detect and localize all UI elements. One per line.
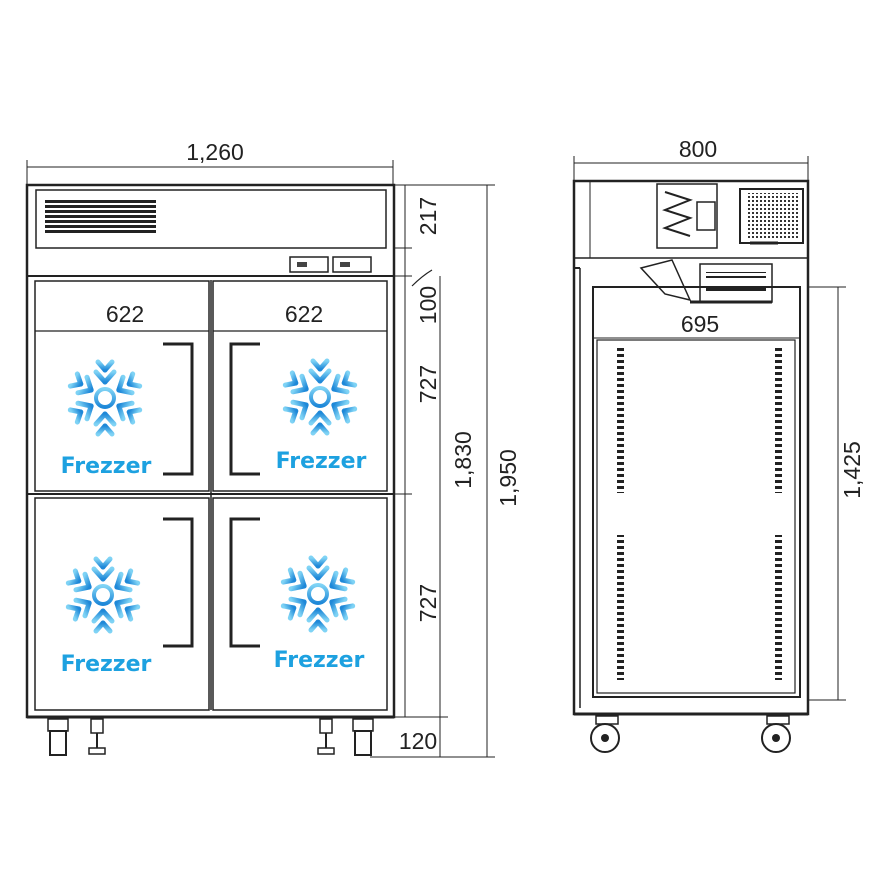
door-label: Frezzer [61,652,152,677]
upper-right-door [212,280,388,492]
door-label: Frezzer [61,454,152,479]
upper-left-door [34,280,210,492]
upper-door-height-label: 727 [415,365,441,403]
interior-height-label: 1,425 [839,441,865,499]
front-width-dimension: 1,260 [26,139,394,186]
side-interior-outline [592,286,801,698]
temperature-display-icon [332,256,372,273]
compressor-panel [35,189,387,273]
snowflake-icon [279,554,357,634]
caster-icon [47,718,374,756]
snowflake-icon [281,357,359,437]
shelf-rail-icon [617,348,782,680]
door-label: Frezzer [274,648,365,673]
side-cabinet-outline [572,179,810,716]
lower-door-height-label: 727 [415,584,441,622]
interior-depth-label: 695 [681,311,719,337]
gap-height-label: 100 [415,286,441,324]
side-depth-label: 800 [679,136,717,162]
compressor-unit-icon [656,183,804,249]
lower-left-door [34,497,210,711]
leg-height-label: 120 [399,728,437,754]
lower-right-door [212,497,388,711]
compressor-height-label: 217 [415,197,441,235]
adjustable-foot-icon [88,718,335,755]
caster-icon [590,715,791,753]
cabinet-height-label: 1,830 [450,431,476,489]
door-handle-icon [163,342,260,648]
front-width-label: 1,260 [186,139,244,165]
snowflake-icon [64,555,142,635]
side-depth-dimension: 800 [573,136,809,182]
snowflake-icon [66,358,144,438]
side-view: 800 695 [572,136,865,753]
evaporator-unit-icon [639,259,773,304]
temperature-display-icon [289,256,329,273]
overall-height-label: 1,950 [495,449,521,507]
left-door-width-label: 622 [106,301,144,327]
front-height-dimensions: 217 100 727 727 1,830 1,950 120 [370,184,521,758]
right-door-width-label: 622 [285,301,323,327]
vent-grille-icon [45,198,156,234]
front-view: 1,260 622 622 [25,139,521,758]
door-label: Frezzer [276,449,367,474]
